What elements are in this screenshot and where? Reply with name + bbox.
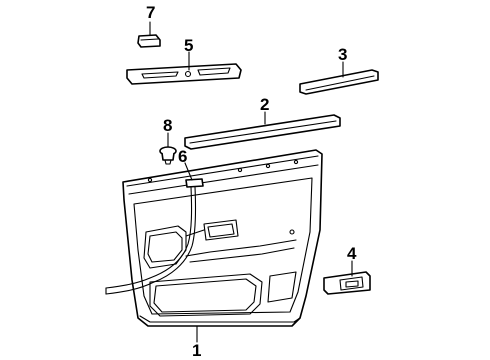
part-8-push-fastener <box>159 146 177 165</box>
callout-5: 5 <box>184 36 194 55</box>
callout-6: 6 <box>178 147 188 166</box>
leader-6 <box>184 162 193 181</box>
part-2-belt-molding <box>184 114 341 150</box>
part-7-clip <box>137 34 161 48</box>
callout-2: 2 <box>260 95 270 114</box>
part-5-pull-bracket <box>126 63 242 85</box>
callout-8: 8 <box>163 116 173 135</box>
part-6-lock-cable <box>105 178 204 295</box>
part-4-handle-bezel <box>323 271 371 295</box>
callout-7: 7 <box>146 3 156 22</box>
part-3-trim-strip <box>299 69 379 95</box>
callout-3: 3 <box>338 45 348 64</box>
callout-1: 1 <box>192 341 202 360</box>
part-1-door-panel <box>122 149 323 327</box>
callout-4: 4 <box>347 244 357 263</box>
